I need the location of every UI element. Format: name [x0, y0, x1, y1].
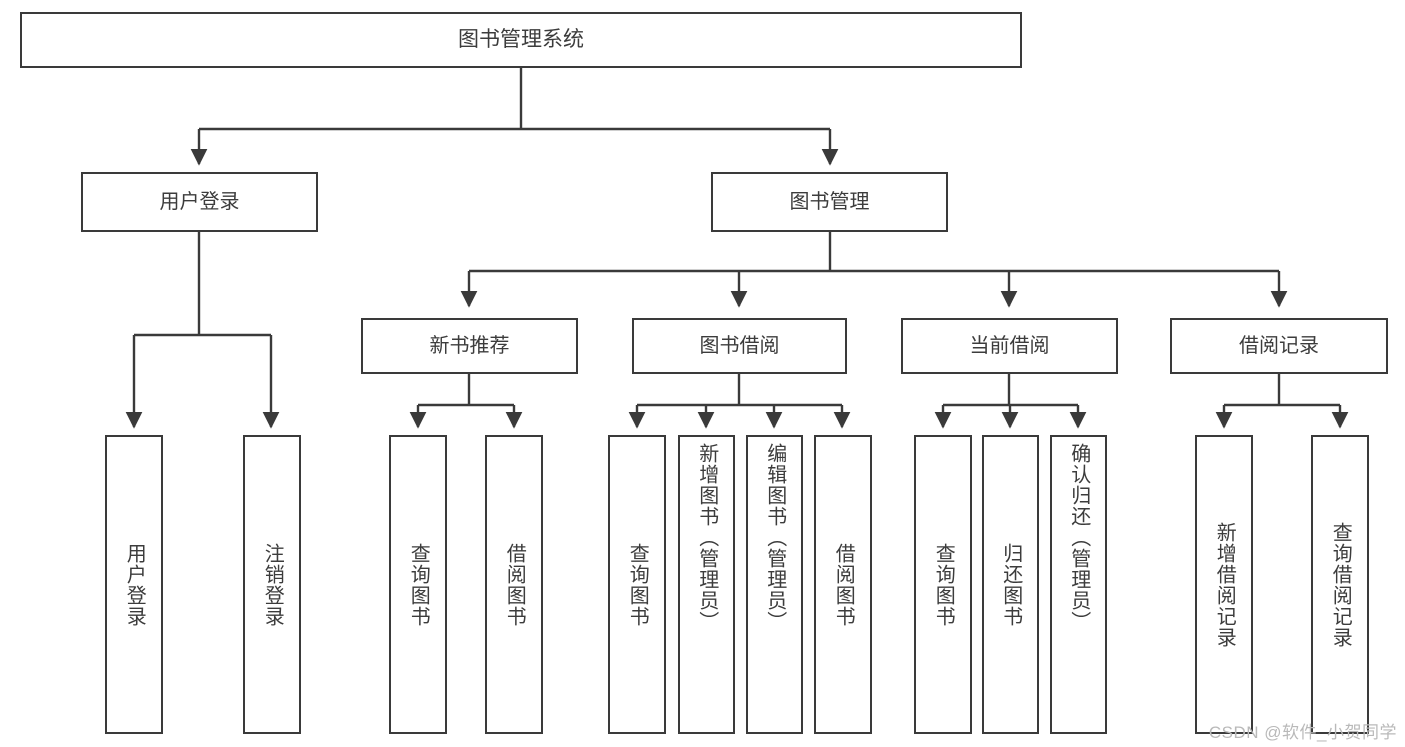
node-borrow-record-label: 借阅记录: [1239, 334, 1319, 357]
node-current-borrow-label: 当前借阅: [969, 334, 1050, 357]
node-user-login[interactable]: 用户登录: [81, 172, 318, 232]
node-leaf-query-book-3[interactable]: 查询图书: [914, 435, 972, 734]
node-leaf-edit-book[interactable]: 编辑图书（管理员）: [746, 435, 803, 734]
watermark-text: CSDN @软件_小贺同学: [1208, 723, 1397, 742]
node-leaf-borrow-book-2[interactable]: 借阅图书: [814, 435, 872, 734]
node-leaf-borrow-book-1[interactable]: 借阅图书: [485, 435, 543, 734]
node-new-book-rec-label: 新书推荐: [429, 334, 510, 357]
node-leaf-confirm-return-label: 确认归还（管理员）: [1067, 443, 1090, 632]
node-user-login-label: 用户登录: [159, 190, 240, 213]
node-leaf-user-login[interactable]: 用户登录: [105, 435, 163, 734]
node-leaf-query-record[interactable]: 查询借阅记录: [1311, 435, 1369, 734]
node-book-manage[interactable]: 图书管理: [711, 172, 948, 232]
node-book-borrow[interactable]: 图书借阅: [632, 318, 847, 374]
node-leaf-return-book[interactable]: 归还图书: [982, 435, 1039, 734]
node-book-manage-label: 图书管理: [789, 190, 870, 213]
node-leaf-edit-book-label: 编辑图书（管理员）: [763, 443, 786, 632]
node-new-book-rec[interactable]: 新书推荐: [361, 318, 578, 374]
node-leaf-query-book-2-label: 查询图书: [626, 542, 649, 627]
node-leaf-query-book-1-label: 查询图书: [407, 542, 430, 627]
node-leaf-add-record-label: 新增借阅记录: [1213, 521, 1236, 648]
node-current-borrow[interactable]: 当前借阅: [901, 318, 1118, 374]
node-leaf-borrow-book-1-label: 借阅图书: [503, 542, 526, 627]
node-leaf-logout[interactable]: 注销登录: [243, 435, 301, 734]
node-leaf-query-book-3-label: 查询图书: [932, 542, 955, 627]
node-root-label: 图书管理系统: [458, 28, 584, 52]
node-book-borrow-label: 图书借阅: [699, 334, 780, 357]
node-root[interactable]: 图书管理系统: [20, 12, 1022, 68]
node-leaf-logout-label: 注销登录: [261, 542, 284, 627]
node-borrow-record[interactable]: 借阅记录: [1170, 318, 1388, 374]
node-leaf-confirm-return[interactable]: 确认归还（管理员）: [1050, 435, 1107, 734]
node-leaf-query-book-1[interactable]: 查询图书: [389, 435, 447, 734]
node-leaf-add-record[interactable]: 新增借阅记录: [1195, 435, 1253, 734]
node-leaf-borrow-book-2-label: 借阅图书: [832, 542, 855, 627]
node-leaf-add-book-label: 新增图书（管理员）: [695, 443, 718, 632]
node-leaf-user-login-label: 用户登录: [123, 542, 146, 627]
node-leaf-query-record-label: 查询借阅记录: [1329, 521, 1352, 648]
node-leaf-query-book-2[interactable]: 查询图书: [608, 435, 666, 734]
node-leaf-return-book-label: 归还图书: [999, 542, 1022, 627]
node-leaf-add-book[interactable]: 新增图书（管理员）: [678, 435, 735, 734]
